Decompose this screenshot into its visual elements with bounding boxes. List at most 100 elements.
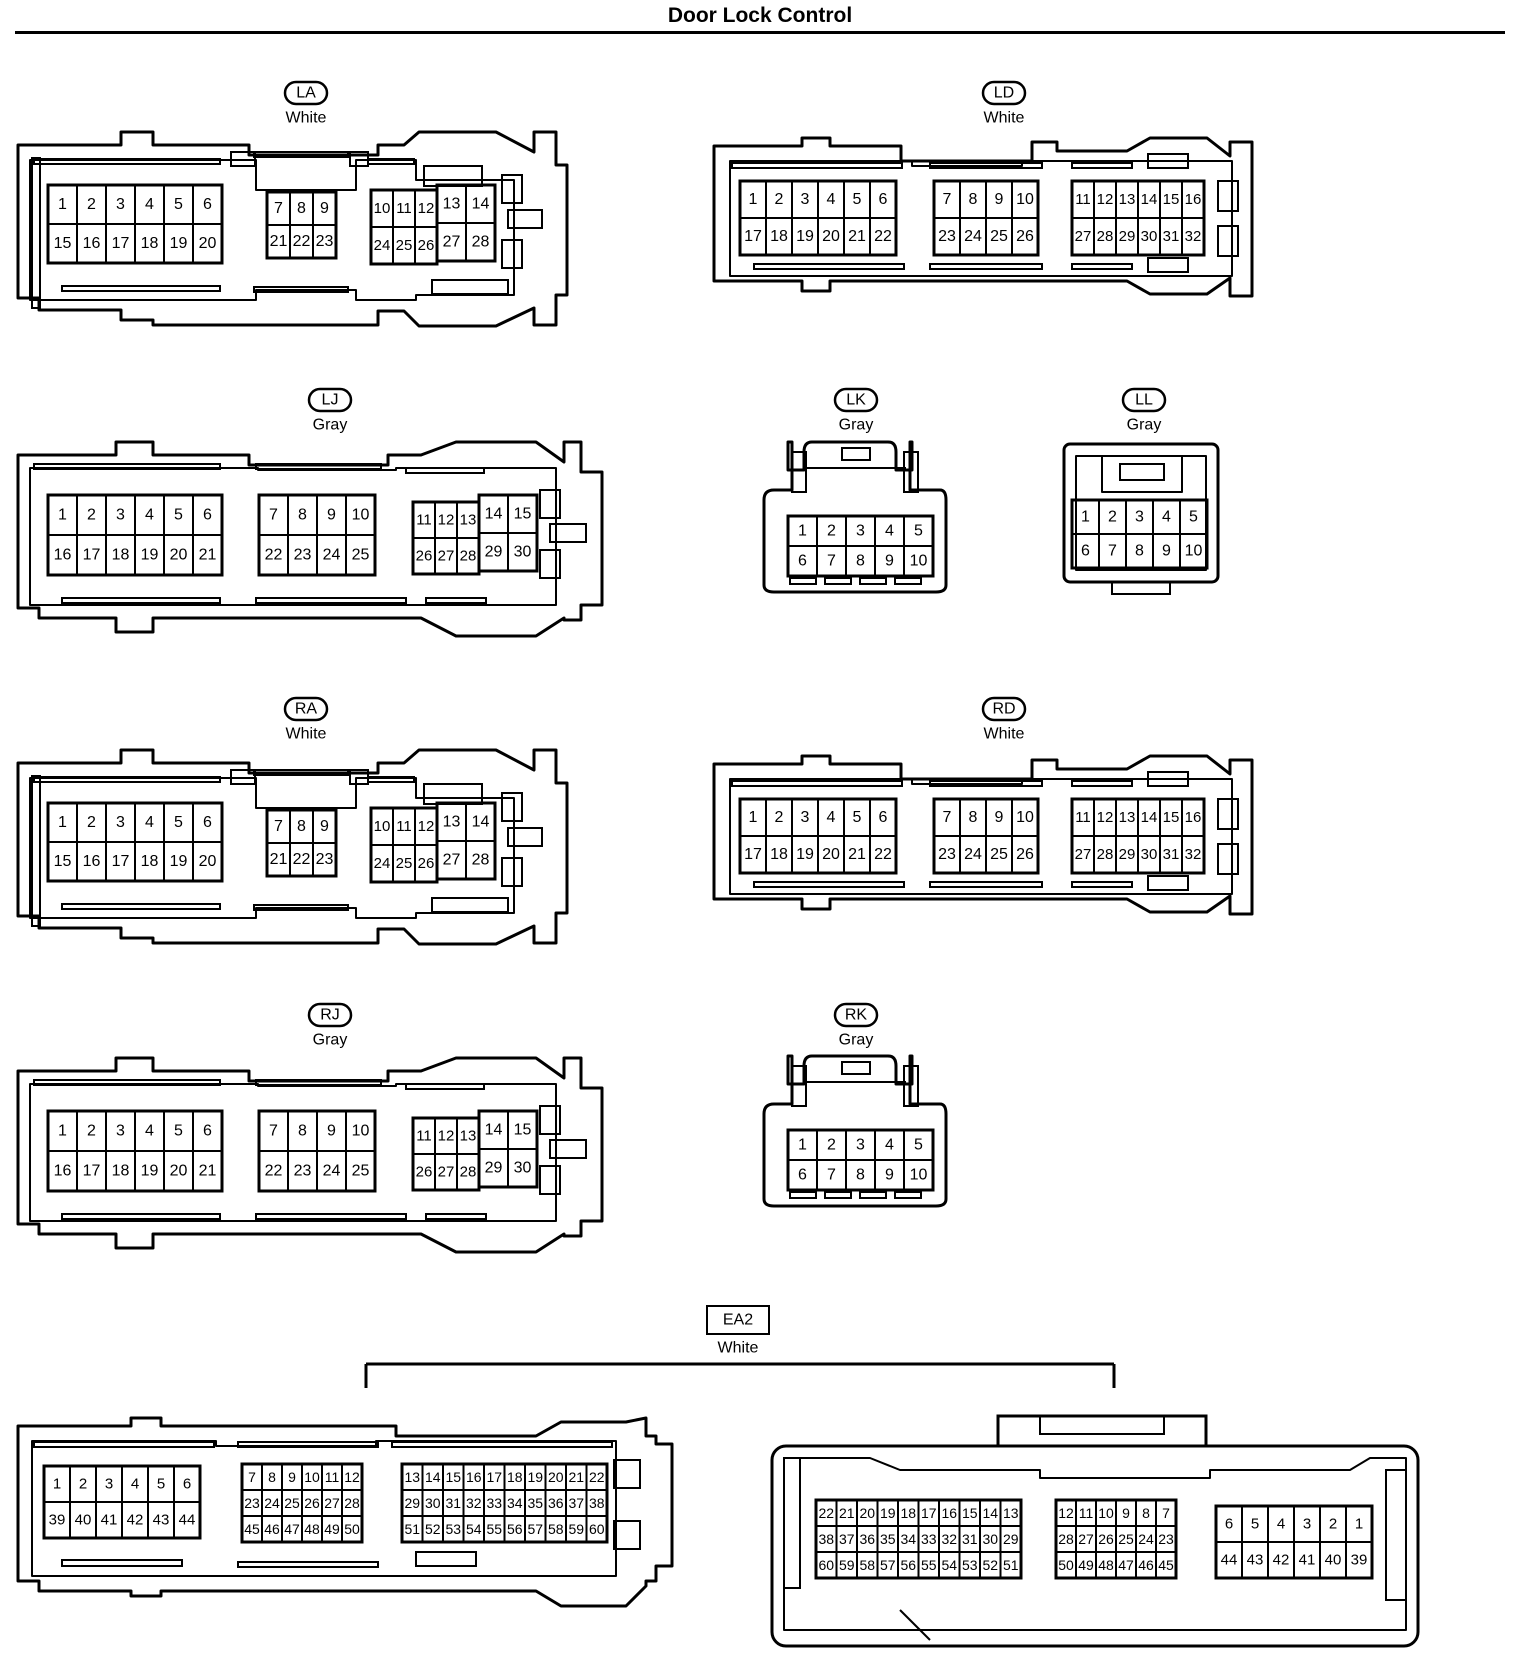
housing-inner [29, 1083, 557, 1222]
terminal-number: 20 [170, 547, 188, 564]
terminal-number: 4 [145, 196, 154, 213]
terminal-number: 7 [1108, 543, 1117, 560]
terminal-number: 18 [141, 853, 159, 870]
latch-slot [405, 467, 485, 474]
terminal-number: 13 [443, 196, 461, 213]
terminal-number: 8 [298, 507, 307, 524]
terminal-number: 52 [425, 1521, 441, 1537]
terminal-number: 5 [1189, 509, 1198, 526]
latch-slot [1147, 771, 1189, 787]
terminal-number: 48 [1098, 1557, 1114, 1573]
terminal-number: 28 [472, 852, 490, 869]
terminal-number: 27 [324, 1495, 340, 1511]
latch-slot [349, 151, 369, 167]
latch-slot [929, 780, 1043, 787]
terminal-number: 2 [827, 1137, 836, 1154]
latch-slot [501, 239, 523, 269]
terminal-number: 6 [203, 507, 212, 524]
latch-slot [929, 162, 1043, 169]
terminal-number: 26 [416, 548, 433, 565]
terminal-number: 3 [1135, 509, 1144, 526]
latch-slot [415, 1551, 477, 1567]
housing-outline [712, 136, 1254, 298]
latch-slot [1039, 1415, 1165, 1435]
terminal-number: 2 [87, 1123, 96, 1140]
housing-line [899, 1609, 931, 1641]
latch-slot [61, 1213, 221, 1220]
terminal-number: 28 [460, 1164, 477, 1181]
latch-slot [824, 577, 852, 585]
terminal-number: 1 [798, 523, 807, 540]
terminal-number: 26 [418, 855, 435, 872]
terminal-number: 23 [938, 228, 956, 245]
terminal-number: 31 [1163, 846, 1180, 863]
terminal-number: 30 [982, 1531, 998, 1547]
latch-slot [613, 1459, 641, 1489]
housing-outline [16, 130, 569, 328]
terminal-number: 10 [304, 1469, 320, 1485]
housing-inner [1075, 455, 1207, 571]
terminal-number: 3 [856, 1137, 865, 1154]
terminal-number: 11 [1075, 191, 1091, 208]
latch-slot [230, 769, 256, 785]
latch-slot [33, 1079, 221, 1086]
terminal-number: 21 [270, 233, 288, 250]
terminal-number: 24 [964, 228, 982, 245]
latch-slot [33, 1441, 215, 1448]
terminal-number: 30 [1141, 846, 1158, 863]
connector-color: White [718, 1340, 759, 1357]
terminal-cell [585, 1515, 608, 1543]
terminal-number: 46 [264, 1521, 280, 1537]
latch-slot [391, 1441, 613, 1448]
terminal-cell [869, 835, 897, 874]
housing-inner [783, 1457, 1407, 1631]
terminal-number: 1 [749, 809, 758, 826]
latch-slot [1119, 463, 1165, 481]
terminal-number: 11 [416, 512, 432, 529]
terminal-number: 12 [438, 1128, 455, 1145]
connector-code-badge [981, 696, 1027, 722]
housing-line [1101, 456, 1183, 493]
housing-inner [729, 160, 1233, 277]
terminal-number: 25 [352, 547, 370, 564]
latch-slot [230, 151, 256, 167]
terminal-number: 6 [183, 1476, 191, 1493]
terminal-number: 50 [344, 1521, 360, 1537]
latch-slot [255, 597, 407, 604]
terminal-number: 26 [1016, 228, 1034, 245]
terminal-number: 19 [796, 846, 814, 863]
terminal-number: 14 [425, 1469, 441, 1485]
housing-line [31, 157, 41, 309]
terminal-number: 24 [374, 855, 391, 872]
terminal-number: 46 [1138, 1557, 1154, 1573]
connector-color: White [286, 726, 327, 743]
terminal-number: 18 [507, 1469, 523, 1485]
connector-code: LL [1135, 392, 1153, 409]
terminal-number: 17 [921, 1505, 937, 1521]
terminal-number: 2 [87, 507, 96, 524]
terminal-cell [507, 1148, 538, 1188]
latch-slot [753, 881, 905, 888]
latch-slot [783, 1457, 801, 1589]
connector-color: White [984, 110, 1025, 127]
housing-outline [712, 754, 1254, 916]
terminal-number: 19 [796, 228, 814, 245]
terminal-number: 24 [323, 1163, 341, 1180]
connector-code-badge [706, 1305, 770, 1335]
latch-slot [549, 1139, 587, 1159]
terminal-number: 34 [507, 1495, 523, 1511]
terminal-number: 28 [472, 234, 490, 251]
terminal-number: 10 [352, 1123, 370, 1140]
terminal-number: 4 [131, 1476, 139, 1493]
terminal-number: 2 [827, 523, 836, 540]
terminal-number: 25 [396, 237, 413, 254]
latch-slot [507, 209, 543, 229]
terminal-number: 5 [853, 191, 862, 208]
latch-slot [61, 1559, 183, 1567]
